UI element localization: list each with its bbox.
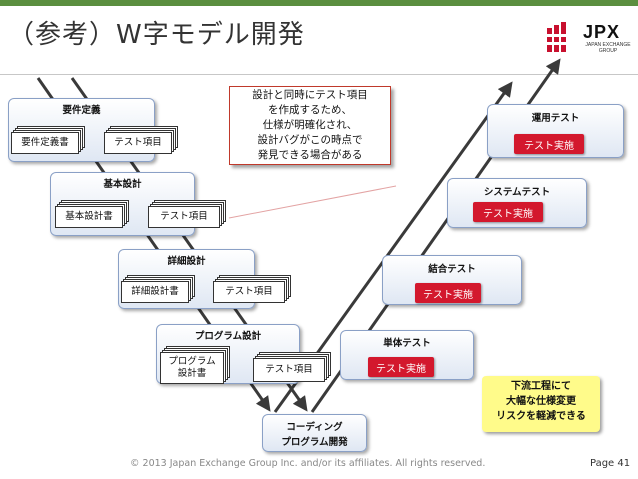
doc-test-items: テスト項目 — [148, 206, 220, 228]
callout-line: 設計バグがこの時点で — [257, 134, 363, 146]
phase-title: 基本設計 — [103, 179, 142, 190]
doc-test-items: テスト項目 — [104, 132, 172, 154]
phase-coding-line2: プログラム開発 — [281, 437, 348, 448]
logo-text: JPX — [583, 22, 621, 42]
slide-title: （参考）W字モデル開発 — [8, 20, 305, 50]
test-execution-integration: テスト実施 — [415, 283, 481, 303]
doc-basic-design-spec: 基本設計書 — [55, 206, 123, 228]
test-execution-operation: テスト実施 — [514, 134, 584, 154]
page-number: Page 41 — [590, 458, 631, 469]
doc-test-items: テスト項目 — [213, 281, 285, 303]
doc-program-design-spec: プログラム 設計書 — [160, 352, 224, 384]
test-execution-unit: テスト実施 — [368, 357, 434, 377]
jpx-logo: JPX JAPAN EXCHANGE GROUP — [545, 22, 635, 68]
logo-subtext: JAPAN EXCHANGE GROUP — [585, 42, 631, 54]
phase-title: 運用テスト — [531, 113, 580, 124]
doc-test-items: テスト項目 — [253, 358, 325, 382]
callout-line: 設計と同時にテスト項目 — [252, 89, 368, 101]
phase-title: プログラム設計 — [194, 331, 262, 342]
phase-title: 詳細設計 — [167, 256, 206, 267]
doc-detail-design-spec: 詳細設計書 — [121, 281, 189, 303]
phase-title: 結合テスト — [428, 264, 476, 275]
phase-title: 要件定義 — [62, 105, 101, 116]
callout-line: を作成するため、 — [268, 104, 352, 116]
phase-title: 単体テスト — [383, 338, 431, 349]
risk-reduction-note: 下流工程にて 大幅な仕様変更 リスクを軽減できる — [482, 376, 600, 432]
note-line: 下流工程にて — [511, 381, 571, 392]
note-line: 大幅な仕様変更 — [506, 396, 576, 407]
phase-title: システムテスト — [483, 187, 551, 198]
header-divider — [0, 74, 638, 75]
copyright-footer: © 2013 Japan Exchange Group Inc. and/or … — [130, 458, 486, 469]
note-line: リスクを軽減できる — [496, 411, 586, 422]
phase-coding-line1: コーディング — [286, 422, 343, 433]
jpx-logo-mark-icon — [545, 22, 571, 52]
test-execution-system: テスト実施 — [473, 202, 543, 222]
callout-note: 設計と同時にテスト項目 を作成するため、 仕様が明確化され、 設計バグがこの時点… — [229, 86, 391, 165]
doc-requirements-spec: 要件定義書 — [11, 132, 79, 154]
callout-line: 発見できる場合がある — [257, 149, 363, 161]
top-accent-bar — [0, 0, 638, 6]
phase-coding: コーディング プログラム開発 — [262, 414, 367, 452]
callout-line: 仕様が明確化され、 — [262, 119, 358, 131]
